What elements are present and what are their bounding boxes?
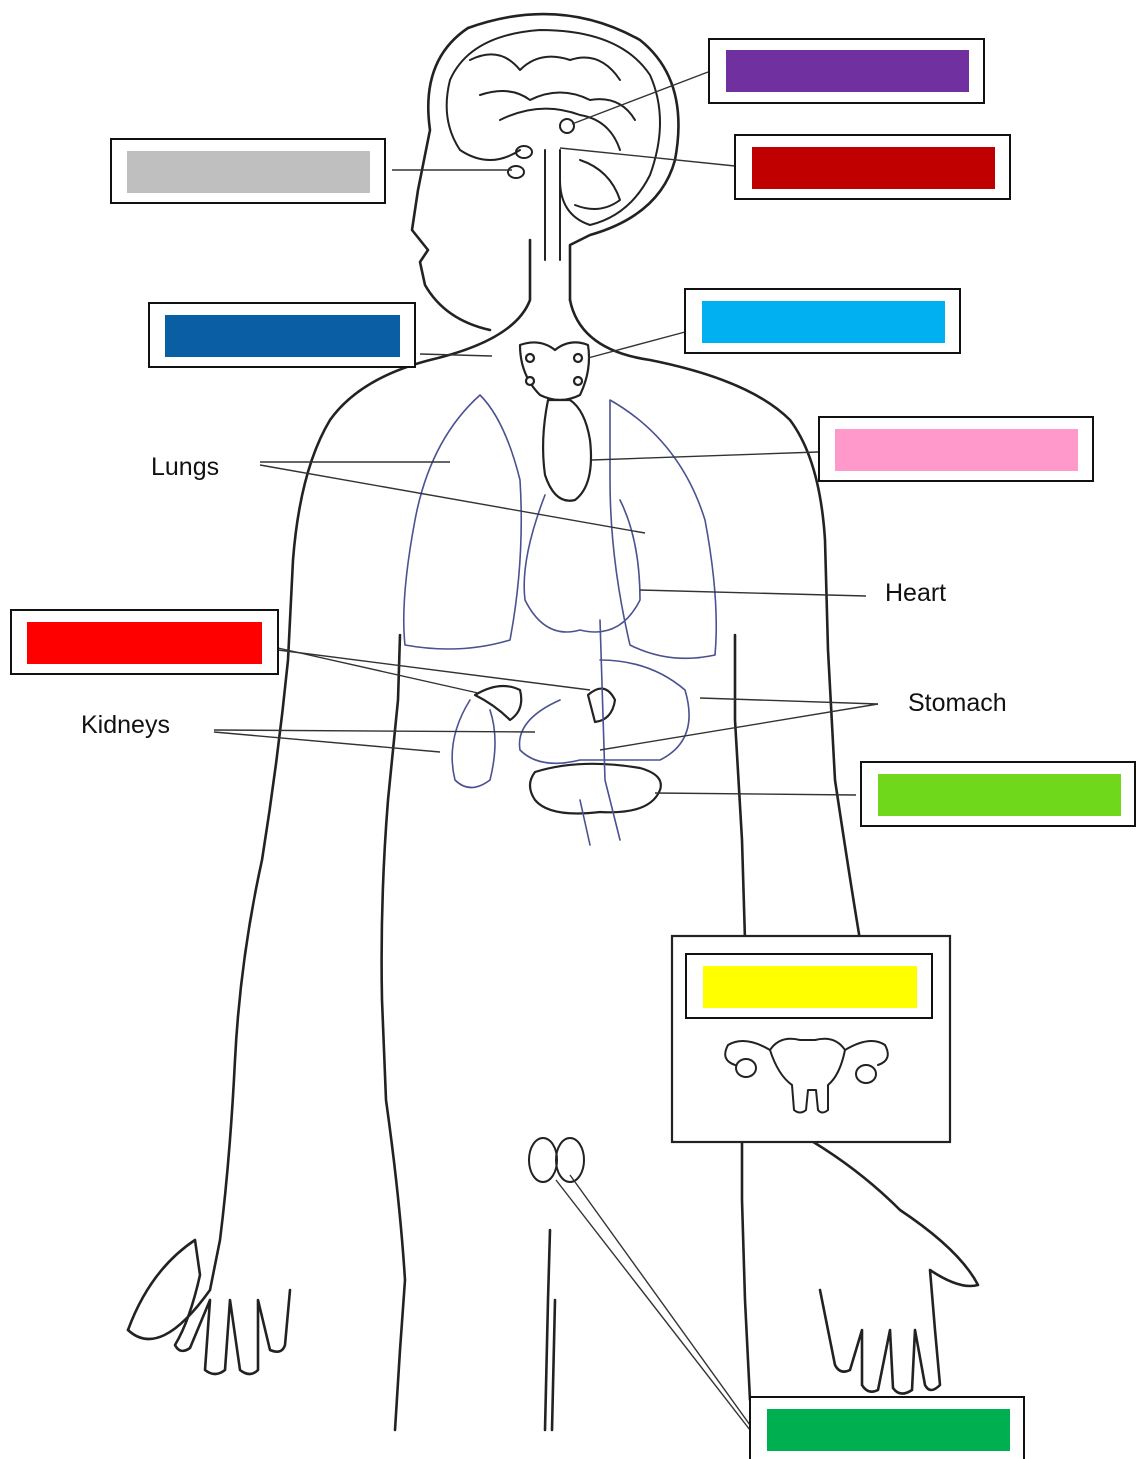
answer-box-adrenal[interactable] bbox=[10, 609, 279, 675]
answer-swatch-hypothalamus bbox=[752, 147, 995, 189]
answer-swatch-pancreas bbox=[878, 774, 1121, 816]
answer-swatch-ovaries bbox=[703, 966, 917, 1008]
label-lungs: Lungs bbox=[151, 453, 219, 482]
answer-box-pancreas[interactable] bbox=[860, 761, 1136, 827]
answer-box-thyroid[interactable] bbox=[684, 288, 961, 354]
answer-swatch-thyroid bbox=[702, 301, 945, 343]
answer-box-thymus[interactable] bbox=[818, 416, 1094, 482]
answer-swatch-testes bbox=[767, 1409, 1010, 1451]
answer-swatch-pituitary bbox=[127, 151, 370, 193]
brain-drawing bbox=[447, 30, 660, 260]
answer-box-pituitary[interactable] bbox=[110, 138, 386, 204]
answer-box-ovaries[interactable] bbox=[685, 953, 933, 1019]
answer-box-pineal[interactable] bbox=[708, 38, 985, 104]
label-kidneys: Kidneys bbox=[81, 711, 170, 740]
thyroid-thymus-drawing bbox=[520, 342, 591, 500]
answer-box-hypothalamus[interactable] bbox=[734, 134, 1011, 200]
answer-box-testes[interactable] bbox=[749, 1396, 1025, 1459]
answer-swatch-thymus bbox=[835, 429, 1078, 471]
answer-swatch-parathyroid bbox=[165, 315, 400, 357]
leader-lines bbox=[214, 72, 878, 1430]
label-stomach: Stomach bbox=[908, 689, 1007, 718]
answer-swatch-pineal bbox=[726, 50, 969, 92]
answer-box-parathyroid[interactable] bbox=[148, 302, 416, 368]
testes-drawing bbox=[529, 1138, 584, 1182]
answer-swatch-adrenal bbox=[27, 622, 262, 664]
label-heart: Heart bbox=[885, 579, 946, 608]
